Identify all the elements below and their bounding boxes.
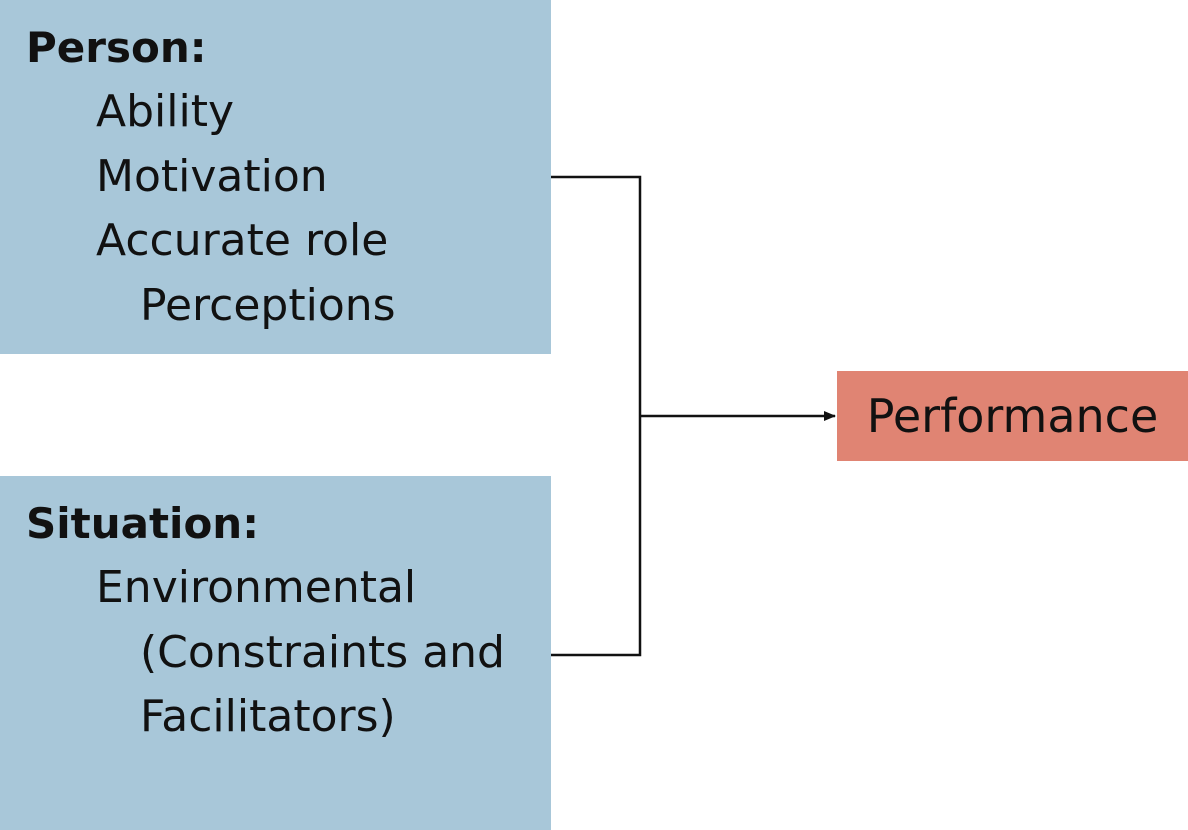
person-item-perceptions: Perceptions	[140, 280, 396, 331]
person-connector	[551, 175, 642, 416]
situation-item-constraints: (Constraints and	[140, 627, 505, 678]
situation-box: Situation: Environmental (Constraints an…	[0, 476, 551, 830]
person-item-accurate-role: Accurate role	[96, 215, 389, 266]
person-item-ability: Ability	[96, 86, 234, 137]
situation-item-facilitators: Facilitators)	[140, 691, 396, 742]
person-box: Person: Ability Motivation Accurate role…	[0, 0, 551, 354]
person-heading: Person:	[26, 23, 207, 72]
person-item-motivation: Motivation	[96, 151, 328, 202]
performance-label: Performance	[866, 389, 1159, 443]
situation-item-environmental: Environmental	[96, 562, 417, 613]
situation-connector	[551, 416, 642, 657]
situation-heading: Situation:	[26, 499, 259, 548]
performance-box: Performance	[837, 371, 1188, 461]
